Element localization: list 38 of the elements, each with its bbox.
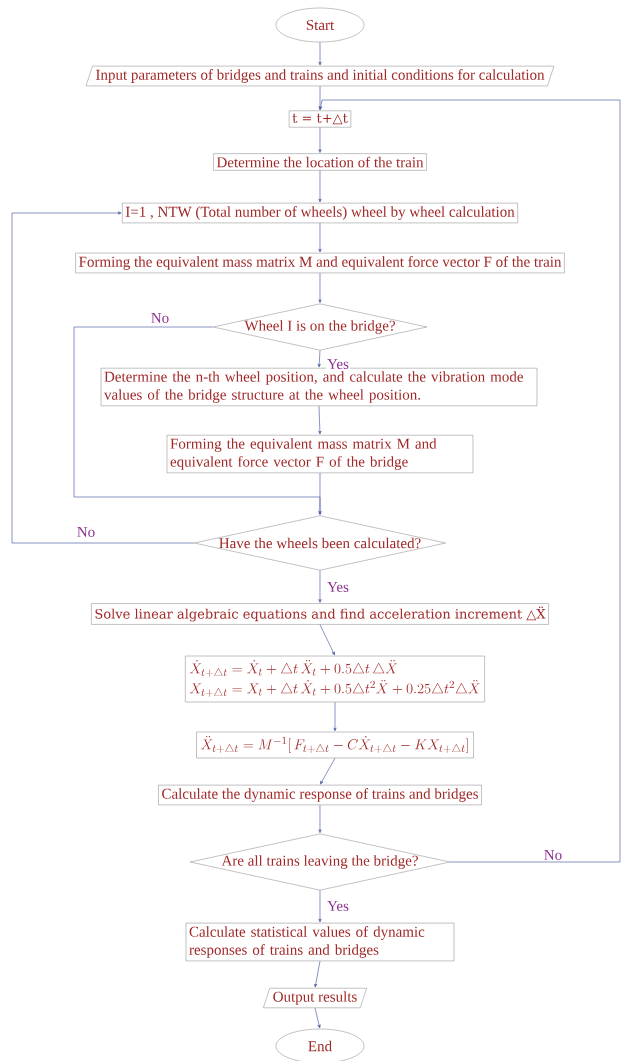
arrow [318,170,322,203]
arrow [320,757,336,785]
edge-label: Yes [326,358,350,370]
edge-label: No [542,849,564,861]
arrow [11,211,195,544]
formula-box: $\ddot{X}_{t+\triangle t}=M^{-1}[\,F_{t+\triangle t}-C\dot{X}_{t+\triangle t}-KX_{t+\triangle t}]$ [196,731,474,759]
arrow [319,624,335,656]
arrow [318,85,322,110]
process-box: Forming the equivalent mass matrix M and equivalent force vector F of the bridge [166,435,474,474]
arrow [318,127,322,153]
arrow [318,890,322,923]
process-box: Calculate statistical values of dynamic responses of trains and bridges [185,922,455,962]
edge-label: Yes [326,900,350,912]
process-box: Solve linear algebraic equations and find acceleration increment △Ẍ [91,603,549,625]
arrow [318,272,322,303]
edge-label: No [75,526,97,538]
arrow [319,99,621,863]
arrow [317,350,321,368]
arrow [318,405,322,435]
arrow [318,804,322,833]
arrow [318,41,322,66]
start-oval: Start [275,7,365,43]
arrow [318,222,322,253]
process-box: Determine the location of the train [213,153,427,171]
input-parallelogram: Input parameters of bridges and trains and initial conditions for calculation [85,65,555,87]
output-parallelogram: Output results [263,988,367,1008]
arrow [318,570,322,603]
edge-label: No [149,312,171,324]
arrow [314,1007,321,1029]
arrow [73,326,322,515]
process-box: Forming the equivalent mass matrix M and equivalent force vector F of the train [75,252,565,274]
formula-box: $\dot{X}_{t+\triangle t}=\dot{X}_t+\triangle t\,\ddot{X}_t+0.5\triangle t\,\triangle\ddot{X}$ $X_{t+\triangle t}=X_t+\triangle t\,\dot{X}_t+0.5\triangle t^2\ddot{X}+0.25\triangle t^2\triangle\ddot{X}$ [185,655,485,703]
process-box: I=1 , NTW (Total number of wheels) wheel by wheel calculation [122,202,518,224]
arrow [333,701,337,732]
process-box: Calculate the dynamic response of trains and bridges [158,784,482,806]
process-box: t = t+△t [288,110,352,128]
edge-label: Yes [326,581,350,593]
arrow [314,960,321,988]
